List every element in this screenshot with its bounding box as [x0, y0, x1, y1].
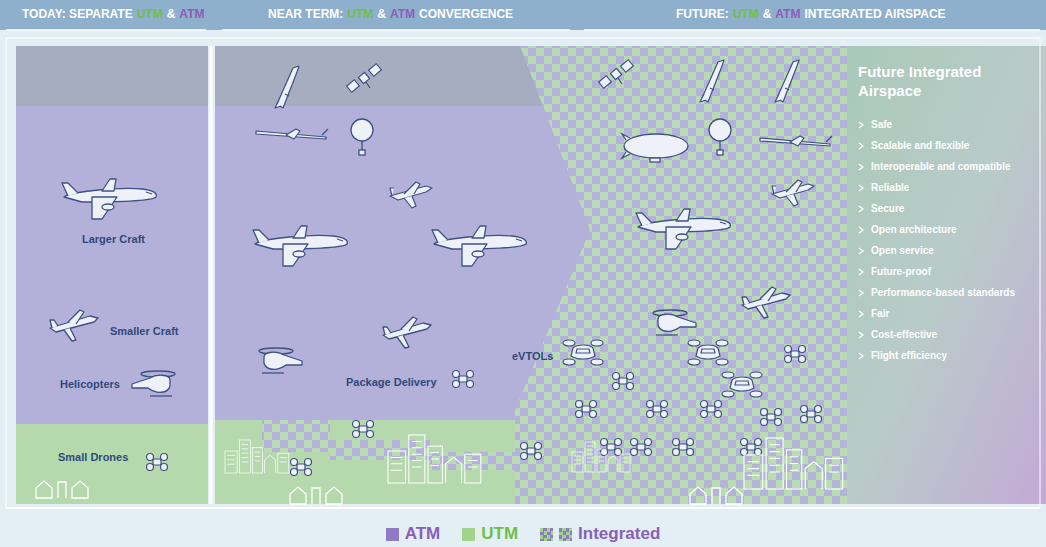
legend-text: UTM	[481, 524, 518, 544]
header-word: ATM	[179, 7, 204, 21]
header-word: UTM	[347, 7, 373, 21]
feature-text: Flight efficiency	[871, 350, 947, 361]
bullet-chevron	[858, 184, 864, 192]
header-word: ATM	[390, 7, 415, 21]
legend-swatch	[462, 528, 475, 541]
legend-text: ATM	[405, 524, 441, 544]
bullet-chevron	[858, 289, 864, 297]
feature-text: Cost-effective	[871, 329, 937, 340]
header-word: UTM	[137, 7, 163, 21]
header-title: TODAY: SEPARATE UTM&ATM	[22, 7, 204, 21]
header-word: TODAY: SEPARATE	[22, 7, 133, 21]
craft-label: Package Delivery	[346, 376, 437, 388]
craft-label: Helicopters	[60, 378, 120, 390]
legend-item: Integrated	[540, 524, 660, 544]
craft-label: Larger Craft	[82, 233, 145, 245]
feature-text: Performance-based standards	[871, 287, 1015, 298]
header-word: ATM	[775, 7, 800, 21]
feature-text: Interoperable and compatible	[871, 161, 1010, 172]
header-word: CONVERGENCE	[419, 7, 513, 21]
feature-item: Cost-effective	[858, 324, 1038, 345]
feature-text: Secure	[871, 203, 904, 214]
bullet-chevron	[858, 352, 864, 360]
feature-item: Future-proof	[858, 261, 1038, 282]
header-title: NEAR TERM: UTM&ATM CONVERGENCE	[268, 7, 513, 21]
feature-text: Fair	[871, 308, 889, 319]
legend-swatch	[540, 528, 553, 541]
feature-text: Scalable and flexible	[871, 140, 969, 151]
header-title: FUTURE: UTM&ATM INTEGRATED AIRSPACE	[676, 7, 946, 21]
feature-text: Reliable	[871, 182, 909, 193]
legend-swatch	[386, 528, 399, 541]
legend-item: UTM	[462, 524, 518, 544]
feature-item: Scalable and flexible	[858, 135, 1038, 156]
bullet-chevron	[858, 163, 864, 171]
feature-text: Future-proof	[871, 266, 931, 277]
feature-panel: Future Integrated AirspaceSafeScalable a…	[858, 62, 1038, 366]
feature-item: Open service	[858, 240, 1038, 261]
header-word: &	[377, 7, 386, 21]
craft-label: Smaller Craft	[110, 325, 178, 337]
header-word: UTM	[733, 7, 759, 21]
panel-heading: Future Integrated Airspace	[858, 62, 1038, 100]
bullet-chevron	[858, 226, 864, 234]
legend-text: Integrated	[578, 524, 660, 544]
legend-item: ATM	[386, 524, 441, 544]
bullet-chevron	[858, 310, 864, 318]
header-word: NEAR TERM:	[268, 7, 343, 21]
bullet-chevron	[858, 121, 864, 129]
legend-swatch	[559, 528, 572, 541]
feature-item: Secure	[858, 198, 1038, 219]
feature-item: Safe	[858, 114, 1038, 135]
bullet-chevron	[858, 331, 864, 339]
craft-label: Small Drones	[58, 451, 128, 463]
feature-text: Open architecture	[871, 224, 957, 235]
feature-item: Fair	[858, 303, 1038, 324]
feature-item: Performance-based standards	[858, 282, 1038, 303]
header-word: &	[167, 7, 176, 21]
feature-item: Interoperable and compatible	[858, 156, 1038, 177]
legend: ATM UTM Integrated	[0, 524, 1046, 544]
bullet-chevron	[858, 268, 864, 276]
header-word: FUTURE:	[676, 7, 729, 21]
feature-item: Open architecture	[858, 219, 1038, 240]
bullet-chevron	[858, 142, 864, 150]
feature-text: Open service	[871, 245, 934, 256]
feature-item: Flight efficiency	[858, 345, 1038, 366]
header-word: &	[763, 7, 772, 21]
craft-label: eVTOLs	[512, 350, 553, 362]
bullet-chevron	[858, 247, 864, 255]
feature-text: Safe	[871, 119, 892, 130]
bullet-chevron	[858, 205, 864, 213]
header-word: INTEGRATED AIRSPACE	[804, 7, 945, 21]
feature-item: Reliable	[858, 177, 1038, 198]
